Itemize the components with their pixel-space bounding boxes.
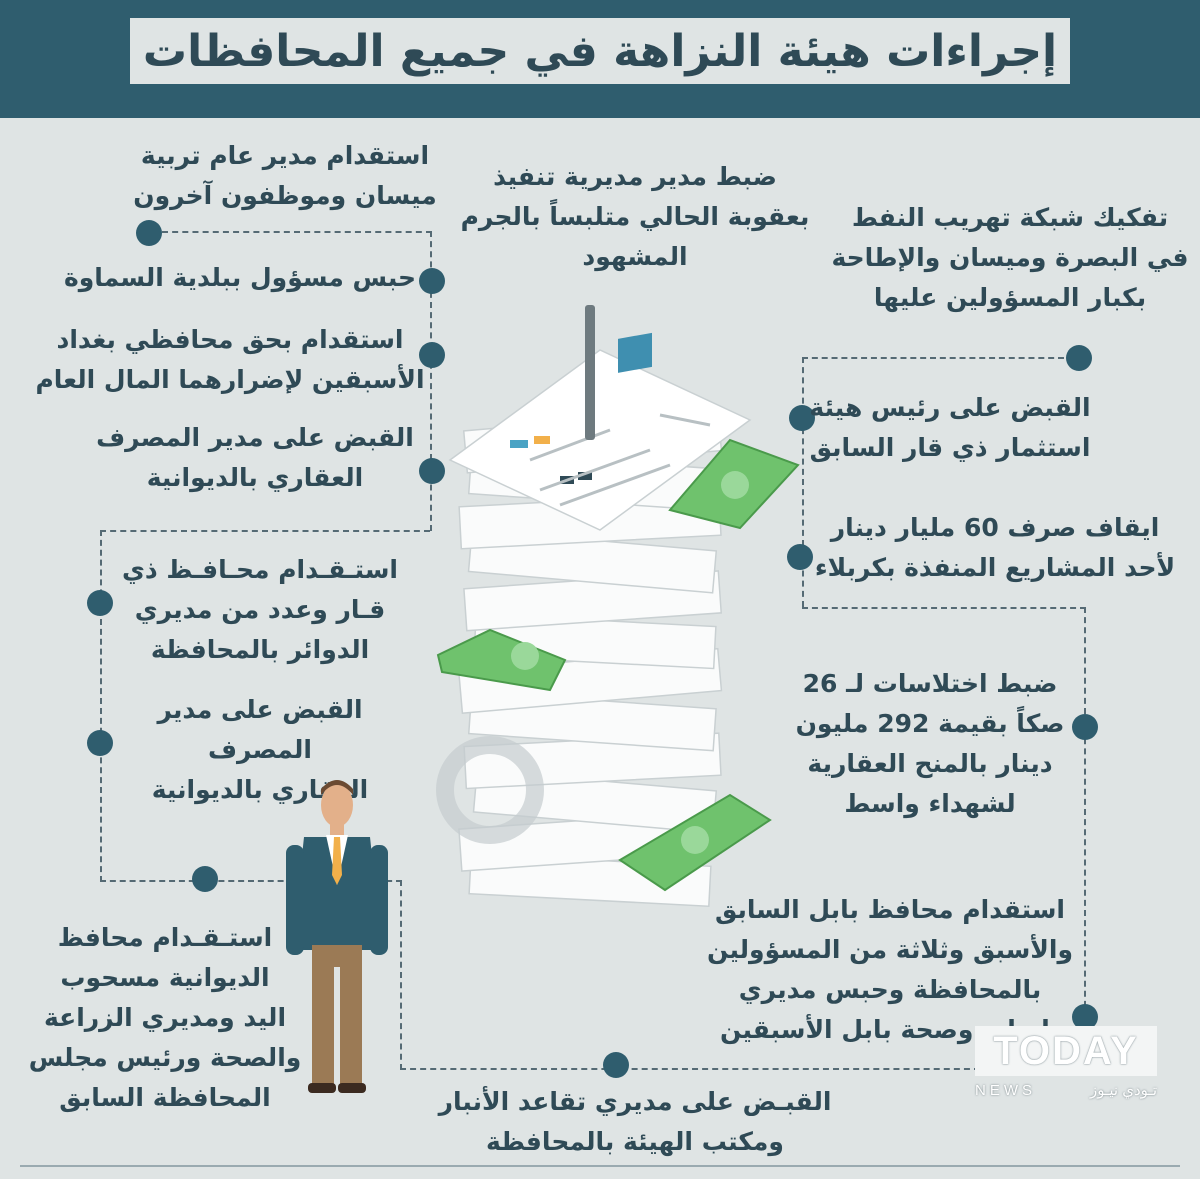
item-baghdad-governors: استقدام بحق محافظي بغداد الأسبقين لإضرار… xyxy=(35,325,425,394)
item-babil-governor: استقدام محافظ بابل السابق والأسبق وثلاثة… xyxy=(706,895,1074,1044)
logo-wordmark: TODAY xyxy=(975,1026,1157,1076)
logo-subline: NEWS تـودي نيـوز xyxy=(975,1078,1157,1102)
item-diwaniya-governor: استـقـدام محافظ الديوانية مسحوب اليد ومد… xyxy=(28,923,302,1112)
today-news-logo: TODAY NEWS تـودي نيـوز xyxy=(975,1026,1157,1102)
businessman-icon xyxy=(286,780,388,1093)
bullet-dot xyxy=(789,405,815,431)
bullet-dot xyxy=(419,458,445,484)
item-anbar-directors: القبـض على مديري تقاعد الأنبار ومكتب اله… xyxy=(438,1087,832,1156)
item-dhiqar-governor: استـقـدام محـافـظ ذي قـار وعدد من مديري … xyxy=(121,555,399,664)
header-bar: إجراءات هيئة النزاهة في جميع المحافظات xyxy=(0,0,1200,118)
bullet-dot xyxy=(1066,345,1092,371)
logo-sub-arabic: تـودي نيـوز xyxy=(1090,1082,1157,1099)
bottom-divider xyxy=(20,1165,1180,1167)
item-samawa-official: حبس مسؤول ببلدية السماوة xyxy=(63,263,417,292)
bullet-dot xyxy=(603,1052,629,1078)
bullet-dot xyxy=(136,220,162,246)
money-bill-icon xyxy=(668,438,800,530)
bullet-dot xyxy=(1072,1004,1098,1030)
bullet-dot xyxy=(787,544,813,570)
document-stack-icon xyxy=(436,305,800,908)
item-diwaniya-bank-2: القبض على مدير المصرف العقاري بالديوانية xyxy=(151,695,369,804)
logo-sub-latin: NEWS xyxy=(975,1081,1036,1099)
bullet-dot xyxy=(87,590,113,616)
item-wasit-embezzlement: ضبط اختلاسات لـ 26 صكاً بقيمة 292 مليون … xyxy=(795,669,1065,818)
page-title: إجراءات هيئة النزاهة في جميع المحافظات xyxy=(142,25,1058,77)
bullet-dot xyxy=(1072,714,1098,740)
item-education-director: استقدام مدير عام تربية ميسان وموظفون آخر… xyxy=(133,141,437,210)
item-baquba-director: ضبط مدير مديرية تنفيذ بعقوبة الحالي متلب… xyxy=(460,162,810,271)
bullet-dot xyxy=(87,730,113,756)
bullet-dot xyxy=(419,342,445,368)
title-box: إجراءات هيئة النزاهة في جميع المحافظات xyxy=(130,18,1070,84)
item-dhiqar-investment: القبض على رئيس هيئة استثمار ذي قار الساب… xyxy=(809,393,1091,462)
item-karbala-projects: ايقاف صرف 60 مليار دينار لأحد المشاريع ا… xyxy=(814,513,1176,582)
item-oil-smuggling: تفكيك شبكة تهريب النفط في البصرة وميسان … xyxy=(831,203,1189,312)
bullet-dot xyxy=(192,866,218,892)
item-diwaniya-bank-1: القبض على مدير المصرف العقاري بالديوانية xyxy=(96,423,414,492)
bullet-dot xyxy=(419,268,445,294)
